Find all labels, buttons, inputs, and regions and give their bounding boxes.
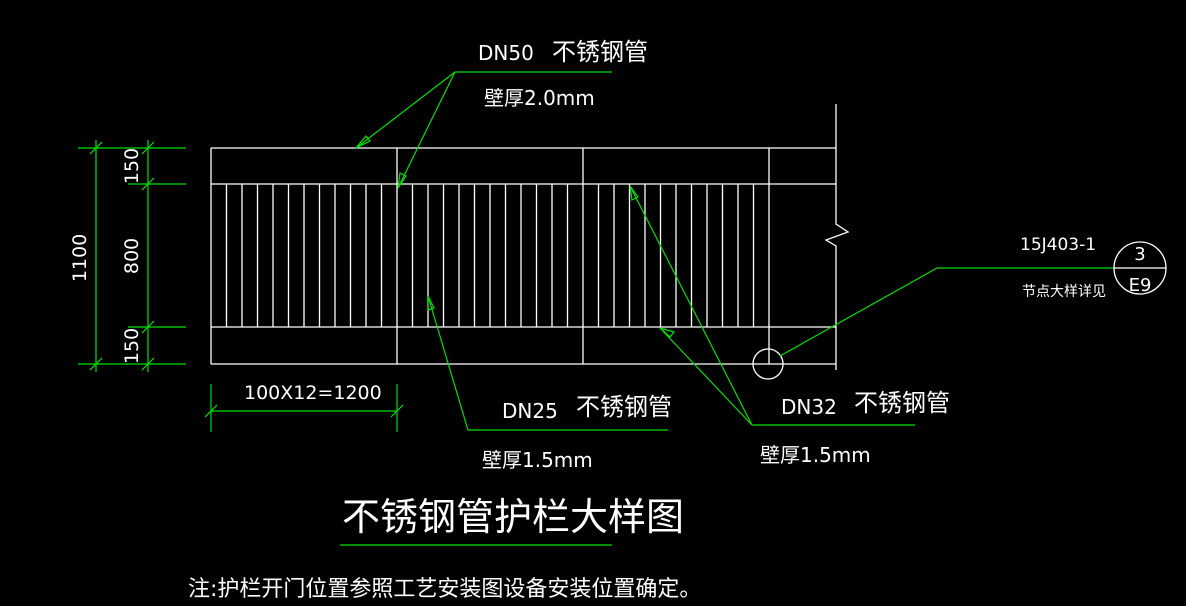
railing-frame: [210, 147, 836, 365]
spacing-dimension: [204, 384, 404, 432]
dn32-thickness: 壁厚1.5mm: [760, 443, 871, 467]
dn25-material: 不锈钢管: [576, 393, 672, 421]
dn50-label: DN50: [478, 41, 534, 65]
dim-middle-band: 800: [121, 238, 143, 274]
dn32-label: DN32: [781, 395, 837, 419]
dim-total-height: 1100: [69, 234, 91, 282]
reference-caption: 节点大样详见: [1022, 284, 1106, 300]
dn25-leader: [427, 295, 668, 431]
dimension-lines: [78, 140, 186, 372]
reference-page: E9: [1129, 275, 1152, 296]
break-line: [824, 104, 850, 370]
reference-number: 3: [1134, 244, 1145, 265]
dn50-material: 不锈钢管: [552, 38, 648, 66]
baluster-group: [225, 184, 755, 327]
dim-spacing: 100X12=1200: [244, 382, 382, 404]
dn32-material: 不锈钢管: [854, 389, 950, 417]
detail-reference-callout: [752, 241, 1167, 380]
reference-code: 15J403-1: [1020, 235, 1096, 255]
dn25-thickness: 壁厚1.5mm: [482, 448, 593, 472]
dn25-label: DN25: [502, 399, 558, 423]
dn50-leader: [355, 71, 612, 189]
dn50-thickness: 壁厚2.0mm: [484, 86, 595, 110]
dn32-leader: [629, 185, 915, 426]
dim-bottom-band: 150: [121, 328, 143, 364]
drawing-note: 注:护栏开门位置参照工艺安装图设备安装位置确定。: [188, 577, 701, 602]
drawing-title: 不锈钢管护栏大样图: [342, 495, 684, 539]
dim-top-band: 150: [121, 148, 143, 184]
